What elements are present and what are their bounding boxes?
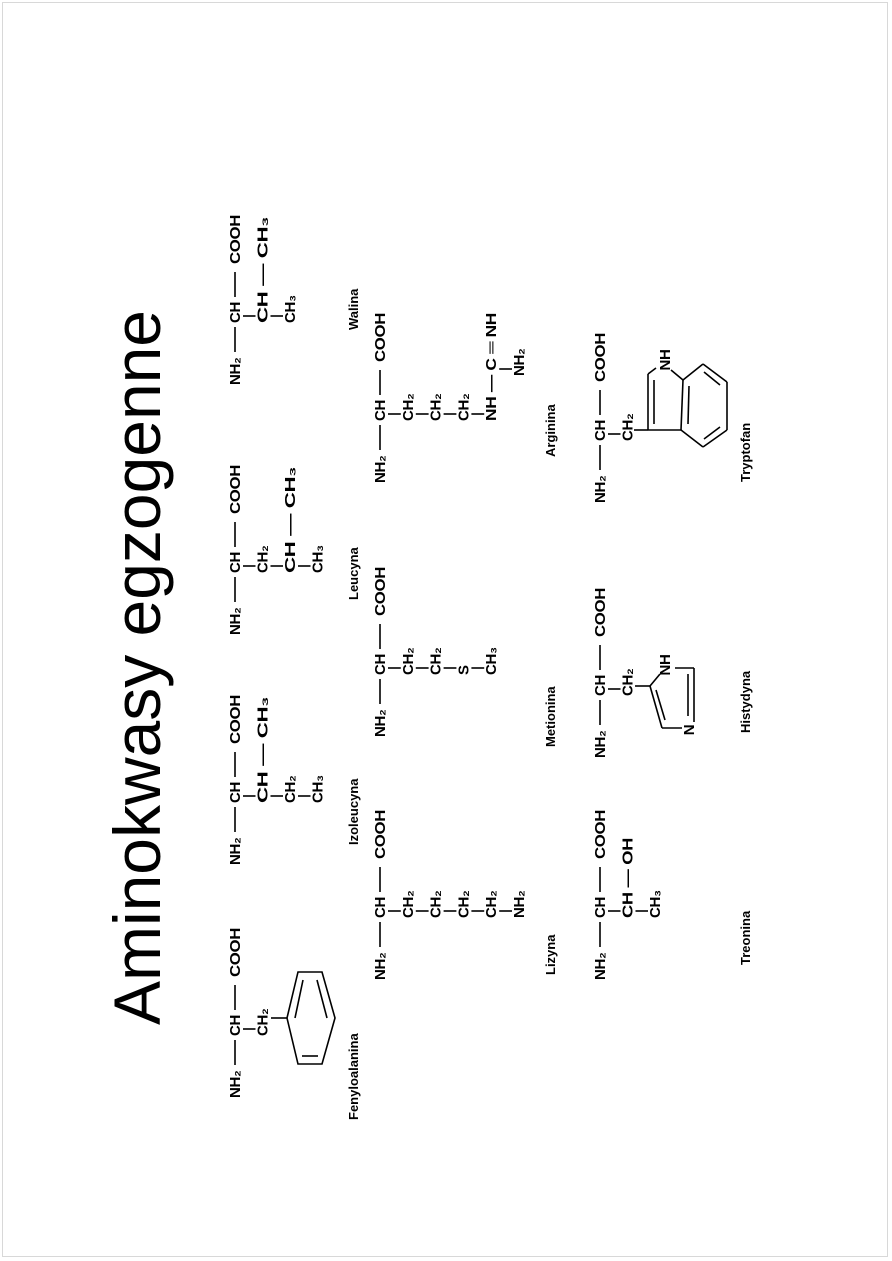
imidazole-ring-histidine: [635, 667, 695, 729]
side-chain-group: CH₂: [282, 776, 299, 803]
side-chain-group: CH₂: [428, 394, 445, 421]
alpha-carbon: CH: [592, 420, 609, 441]
molecule-histydyna: NH₂ CH COOH CH₂ Histydyna: [592, 588, 753, 758]
amine-group: NH₂: [227, 1071, 244, 1098]
amine-group: NH₂: [592, 476, 609, 503]
carboxyl-group: COOH: [592, 333, 609, 382]
amine-group: NH₂: [372, 456, 389, 483]
molecule-list: NH₂ CH COOH CH₂ Fenyloalanina NH₂ CH COOH CH — C…: [227, 215, 753, 1120]
histidine-ring-nh-label: NH: [657, 654, 674, 675]
side-chain-group: CH — CH₃: [282, 466, 299, 573]
side-chain-group: CH — CH₃: [255, 216, 272, 323]
molecule-fenyloalanina: NH₂ CH COOH CH₂ Fenyloalanina: [227, 928, 361, 1120]
carboxyl-group: COOH: [372, 313, 389, 362]
tryptophan-ring-nh-label: NH: [657, 349, 674, 370]
molecule-walina: NH₂ CH COOH CH — CH₃ CH₃ Walina: [227, 215, 361, 385]
amino-acid-name: Arginina: [543, 404, 558, 457]
amine-group: NH₂: [372, 953, 389, 980]
amino-acid-name: Leucyna: [346, 546, 361, 600]
page-title: Aminokwasy egzogenne: [100, 310, 174, 1025]
carboxyl-group: COOH: [372, 567, 389, 616]
molecule-tryptofan: NH₂ CH COOH CH₂ Tryptofan: [592, 333, 753, 503]
amine-group: NH₂: [592, 953, 609, 980]
carboxyl-group: COOH: [227, 465, 244, 514]
carboxyl-group: COOH: [592, 810, 609, 859]
alpha-carbon: CH: [592, 675, 609, 696]
amino-acid-name: Treonina: [738, 910, 753, 965]
alpha-carbon: CH: [372, 400, 389, 421]
carboxyl-group: COOH: [592, 588, 609, 637]
alpha-carbon: CH: [372, 897, 389, 918]
molecule-arginina: NH₂ CH COOH CH₂ CH₂ CH₂ NH — C ═ NH NH₂ Arginina: [372, 313, 558, 483]
side-chain-group: CH₂: [255, 546, 272, 573]
alpha-carbon: CH: [227, 782, 244, 803]
side-chain-group: CH₂: [400, 648, 417, 675]
side-chain-group: CH₂: [620, 669, 637, 696]
carboxyl-group: COOH: [227, 928, 244, 977]
benzene-ring-phenylalanine: [271, 971, 336, 1065]
side-chain-group: CH₂: [455, 394, 472, 421]
side-chain-group: CH₂: [483, 891, 500, 918]
amine-group: NH₂: [227, 358, 244, 385]
amino-acid-name: Izoleucyna: [346, 778, 361, 845]
amine-group: NH₂: [227, 608, 244, 635]
side-chain-group: CH₂: [255, 1009, 272, 1036]
side-chain-group: CH₃: [483, 647, 500, 675]
side-chain-group: CH₃: [310, 775, 327, 803]
side-chain-group: NH₂: [511, 349, 528, 376]
alpha-carbon: CH: [372, 654, 389, 675]
molecule-metionina: NH₂ CH COOH CH₂ CH₂ S CH₃ Metionina: [372, 567, 558, 747]
alpha-carbon: CH: [227, 302, 244, 323]
side-chain-group: CH₃: [310, 545, 327, 573]
side-chain-group: CH₂: [428, 891, 445, 918]
amine-group: NH₂: [372, 710, 389, 737]
side-chain-group: CH₂: [400, 394, 417, 421]
side-chain-group: CH₃: [647, 890, 664, 918]
side-chain-group: CH₂: [428, 648, 445, 675]
side-chain-group: CH₂: [400, 891, 417, 918]
side-chain-group: NH — C ═ NH: [483, 313, 500, 421]
side-chain-group: NH₂: [511, 891, 528, 918]
ring-structures: [271, 363, 728, 1065]
amino-acid-name: Walina: [346, 288, 361, 330]
side-chain-group: CH₂: [620, 414, 637, 441]
amino-acid-name: Lizyna: [543, 934, 558, 975]
side-chain-group: CH₃: [282, 295, 299, 323]
alpha-carbon: CH: [227, 1015, 244, 1036]
amino-acid-name: Fenyloalanina: [346, 1033, 361, 1120]
amino-acid-name: Metionina: [543, 686, 558, 747]
carboxyl-group: COOH: [372, 810, 389, 859]
side-chain-group: S: [455, 665, 472, 675]
molecule-treonina: NH₂ CH COOH CH — OH CH₃ Treonina: [592, 810, 753, 980]
indole-ring-tryptophan: [634, 363, 728, 448]
histidine-ring-n-label: N: [681, 725, 698, 736]
amine-group: NH₂: [227, 838, 244, 865]
molecule-lizyna: NH₂ CH COOH CH₂ CH₂ CH₂ CH₂ NH₂ Lizyna: [372, 810, 558, 980]
amino-acid-name: Histydyna: [738, 670, 753, 733]
side-chain-group: CH — CH₃: [255, 696, 272, 803]
alpha-carbon: CH: [592, 897, 609, 918]
carboxyl-group: COOH: [227, 215, 244, 264]
molecule-leucyna: NH₂ CH COOH CH₂ CH — CH₃ CH₃ Leucyna: [227, 465, 361, 635]
carboxyl-group: COOH: [227, 695, 244, 744]
molecule-izoleucyna: NH₂ CH COOH CH — CH₃ CH₂ CH₃ Izoleucyna: [227, 695, 361, 865]
amino-acid-name: Tryptofan: [738, 423, 753, 482]
side-chain-group: CH₂: [455, 891, 472, 918]
alpha-carbon: CH: [227, 552, 244, 573]
amine-group: NH₂: [592, 731, 609, 758]
side-chain-group: CH — OH: [620, 838, 637, 918]
